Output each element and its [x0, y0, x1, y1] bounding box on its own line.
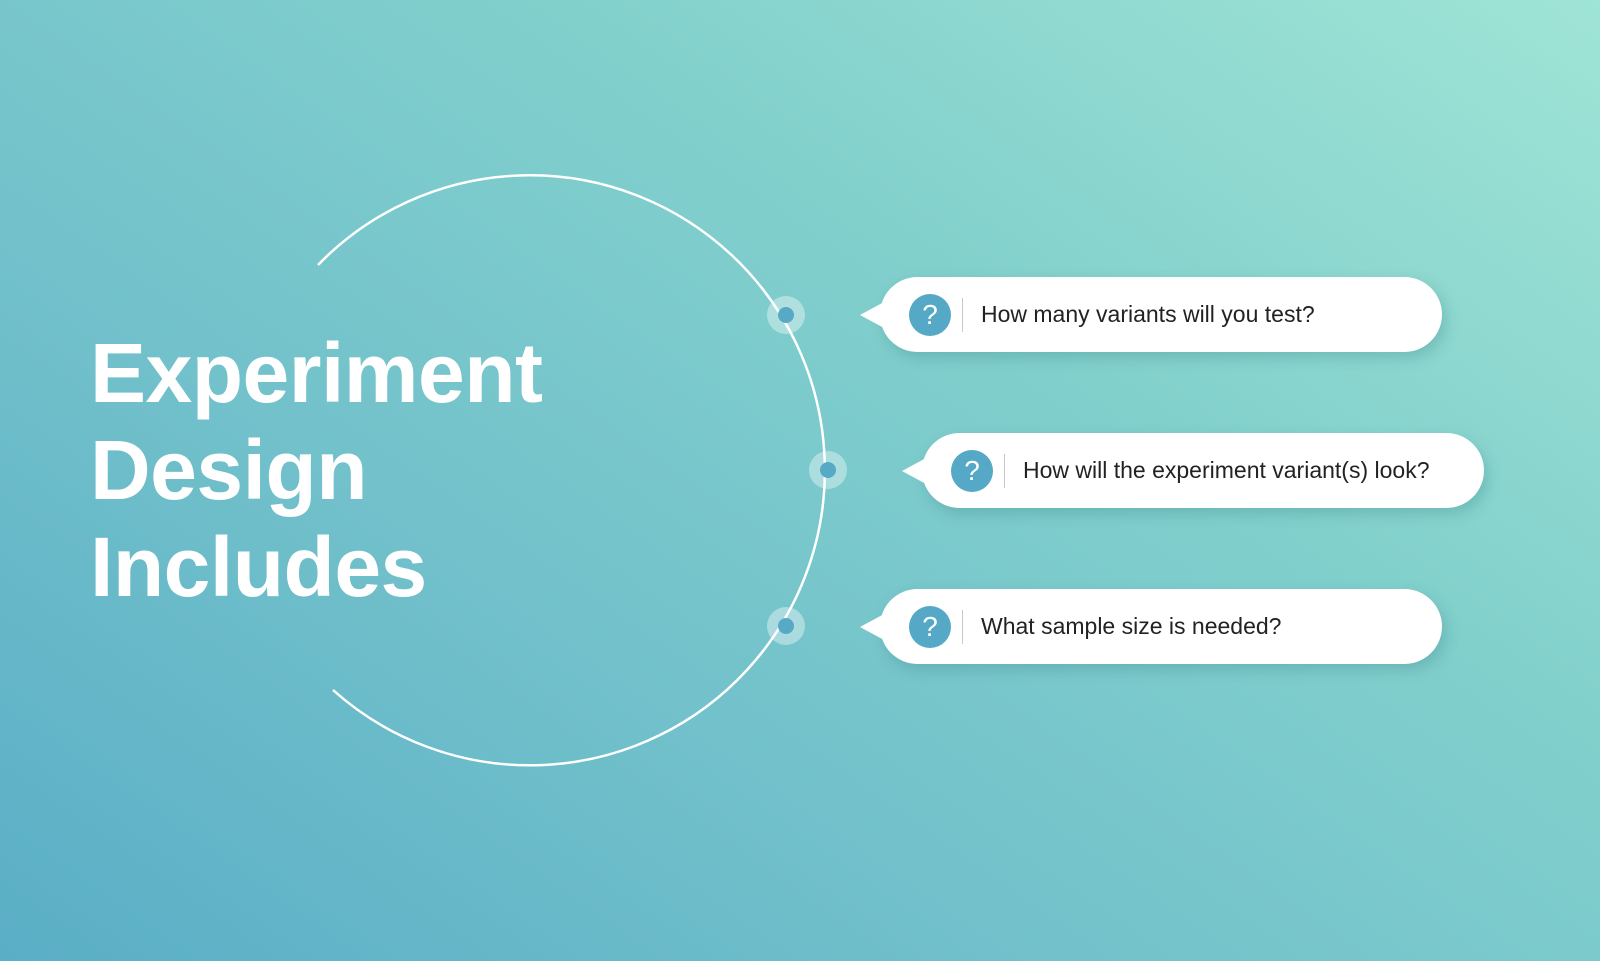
divider	[1004, 453, 1005, 488]
arc-node-1	[767, 296, 805, 334]
question-icon: ?	[909, 293, 951, 336]
bubble-tail	[860, 301, 884, 328]
bubble-tail	[902, 457, 926, 484]
question-icon: ?	[909, 605, 951, 648]
arc-node-3	[767, 607, 805, 645]
arc-node-2	[809, 451, 847, 489]
question-text: How many variants will you test?	[981, 301, 1315, 327]
divider	[962, 297, 963, 332]
page-title: Experiment Design Includes	[90, 325, 543, 616]
bubble-tail	[860, 613, 884, 640]
question-text: What sample size is needed?	[981, 613, 1282, 639]
title-line-3: Includes	[90, 520, 427, 614]
divider	[962, 609, 963, 644]
question-bubble-2: ? How will the experiment variant(s) loo…	[902, 433, 1484, 508]
question-bubble-3: ? What sample size is needed?	[860, 589, 1442, 664]
question-icon: ?	[951, 449, 993, 492]
question-bubble-1: ? How many variants will you test?	[860, 277, 1442, 352]
question-text: How will the experiment variant(s) look?	[1023, 457, 1430, 483]
title-line-2: Design	[90, 423, 368, 517]
title-line-1: Experiment	[90, 326, 543, 420]
